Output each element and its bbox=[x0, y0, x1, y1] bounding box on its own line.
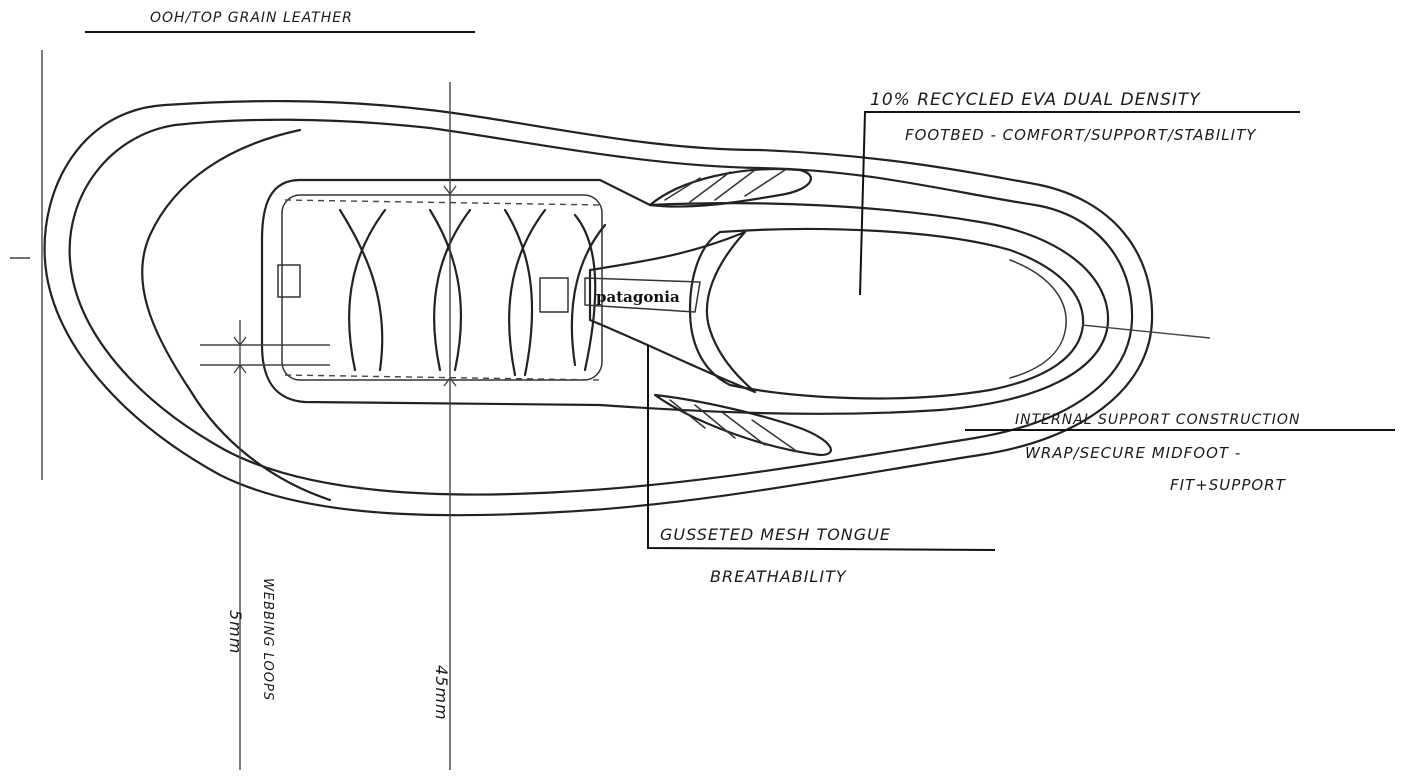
webbing-size-label: 5mm bbox=[226, 610, 245, 654]
footbed-label-line2: FOOTBED - COMFORT/SUPPORT/STABILITY bbox=[905, 126, 1257, 144]
webbing-arrow-bottom bbox=[233, 363, 247, 374]
tongue-label-line2: BREATHABILITY bbox=[710, 567, 847, 586]
stitch-top bbox=[284, 199, 601, 206]
lace-keeper bbox=[539, 277, 569, 313]
brand-label-patch bbox=[584, 277, 701, 313]
lace-panel bbox=[281, 194, 603, 381]
outer-sole-outline bbox=[43, 99, 1154, 517]
midsole-outline bbox=[68, 118, 1134, 496]
toe-cap-line bbox=[141, 128, 332, 502]
tongue-outline bbox=[588, 230, 757, 394]
heel-counter-line bbox=[1009, 259, 1067, 379]
height-dim-label: 45mm bbox=[432, 665, 451, 721]
heel-tab bbox=[277, 264, 301, 298]
stitch-bottom bbox=[284, 374, 601, 381]
webbing-dim-label: WEBBING LOOPS bbox=[260, 578, 275, 701]
height-dim-arrow-top bbox=[443, 185, 457, 196]
support-webbing-top bbox=[648, 167, 812, 208]
footbed-outline bbox=[688, 227, 1085, 400]
brand-label: patagonia bbox=[596, 288, 680, 306]
height-dim-arrow-bottom bbox=[443, 376, 457, 387]
centerline bbox=[1081, 324, 1211, 339]
material-label: OOH/TOP GRAIN LEATHER bbox=[150, 10, 353, 26]
footbed-leader bbox=[859, 111, 1300, 296]
tongue-label-line1: GUSSETED MESH TONGUE bbox=[660, 525, 891, 544]
support-webbing-bottom bbox=[653, 393, 832, 457]
internal-label-line2: WRAP/SECURE MIDFOOT - bbox=[1025, 444, 1241, 462]
internal-label-line3: FIT+SUPPORT bbox=[1170, 476, 1287, 494]
collar-outer bbox=[260, 178, 1110, 415]
internal-label-line1: INTERNAL SUPPORT CONSTRUCTION bbox=[1015, 412, 1300, 428]
footbed-label-line1: 10% RECYCLED EVA DUAL DENSITY bbox=[870, 90, 1201, 110]
tongue-leader bbox=[647, 345, 996, 551]
laces bbox=[338, 208, 607, 377]
webbing-arrow-top bbox=[233, 336, 247, 347]
